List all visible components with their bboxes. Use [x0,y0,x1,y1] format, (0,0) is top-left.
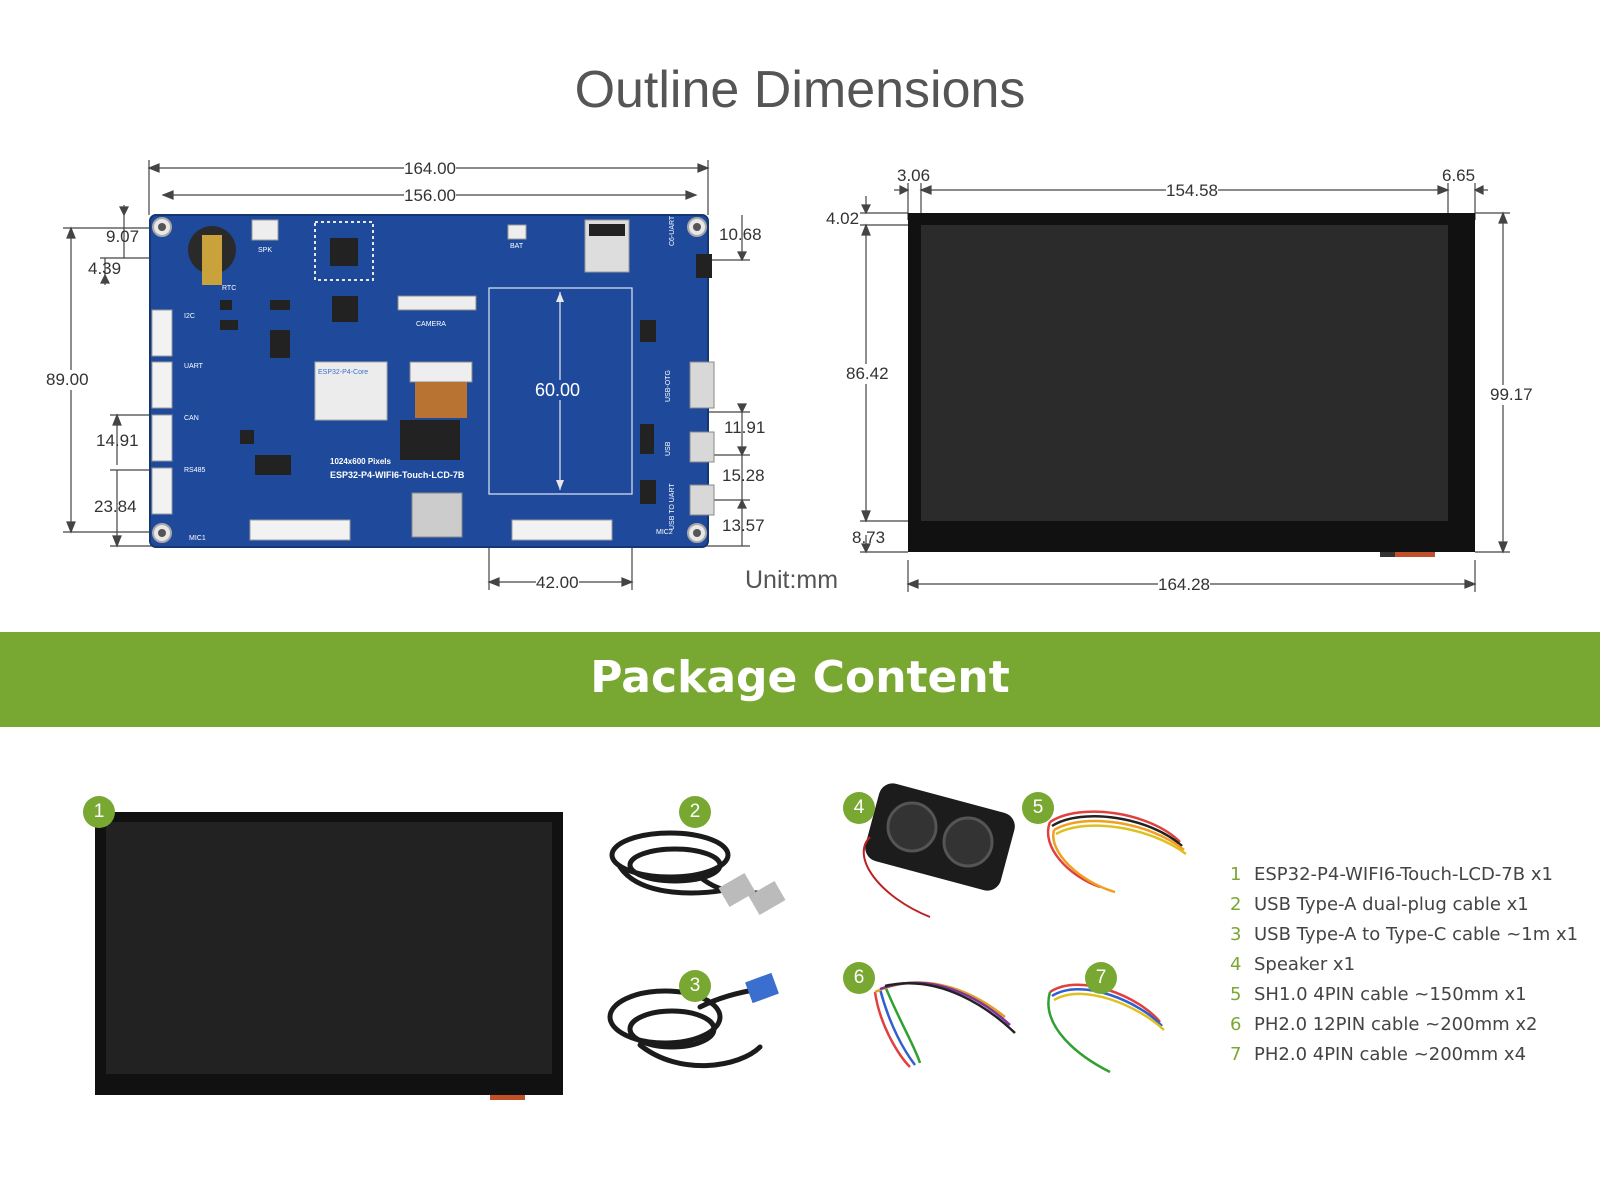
board-drawing: ESP32-P4-WIFI6-Touch-LCD-7B 1024x600 Pix… [63,160,1510,592]
badge-4: 4 [843,792,875,824]
badge-5: 5 [1022,792,1054,824]
item-6-ph2-12pin-cable [873,981,1016,1068]
dim-89: 89.00 [46,370,89,390]
dim-86-42: 86.42 [846,364,889,384]
dim-11-91: 11.91 [724,418,766,437]
package-title: Package Content [590,652,1010,703]
silk-rs485: RS485 [184,467,206,474]
dim-13-57: 13.57 [722,516,765,535]
silk-model: ESP32-P4-WIFI6-Touch-LCD-7B [330,470,465,480]
item-4-speaker [862,783,1015,918]
package-illustrations [95,783,1187,1100]
dim-4-39: 4.39 [88,259,122,278]
dim-3-06: 3.06 [897,166,931,185]
silk-spk: SPK [258,247,272,254]
dim-60: 60.00 [535,380,581,400]
dim-8-73: 8.73 [852,528,886,547]
unit-label: Unit:mm [745,566,839,594]
dim-99-17: 99.17 [1490,385,1533,405]
silk-pixels: 1024x600 Pixels [330,457,391,466]
silk-rtc: RTC [222,285,236,292]
silk-uart: UART [184,363,204,370]
dim-15-28: 15.28 [722,466,765,485]
package-banner [0,632,1600,727]
silk-i2c: I2C [184,313,195,320]
dim-14-91: 14.91 [96,431,139,450]
dim-42: 42.00 [536,573,579,593]
dim-156: 156.00 [404,186,456,206]
silk-mic2: MIC2 [656,529,673,536]
badge-7: 7 [1085,962,1117,994]
item-2-usb-cable [609,830,783,900]
item-1-display [95,812,563,1100]
badge-3: 3 [679,970,711,1002]
dim-164: 164.00 [404,159,456,179]
item-7-ph2-4pin-cable [1047,983,1165,1074]
silk-usb-otg: USB-OTG [665,370,672,402]
silk-module: ESP32-P4-Core [318,369,368,376]
dim-164-28: 164.28 [1158,575,1210,595]
silk-mic1: MIC1 [189,535,206,542]
dim-4-02: 4.02 [826,209,860,228]
badge-6: 6 [843,962,875,994]
silk-usb-to-uart: USB TO UART [669,483,676,530]
silk-can: CAN [184,415,199,422]
item-3-usb-c-cable [607,986,763,1068]
dim-23-84: 23.84 [94,497,137,516]
dim-6-65: 6.65 [1442,166,1476,185]
silk-bat: BAT [510,243,524,250]
outline-title: Outline Dimensions [574,61,1026,119]
badge-2: 2 [679,796,711,828]
dim-9-07: 9.07 [106,227,140,246]
silk-camera: CAMERA [416,321,446,328]
silk-c6-uart: C6-UART [669,215,676,246]
item-5-sh1-cable [1046,810,1187,894]
silk-usb: USB [665,441,672,456]
dim-10-68: 10.68 [719,225,762,244]
dim-154-58: 154.58 [1166,181,1218,201]
badge-1: 1 [83,796,115,828]
